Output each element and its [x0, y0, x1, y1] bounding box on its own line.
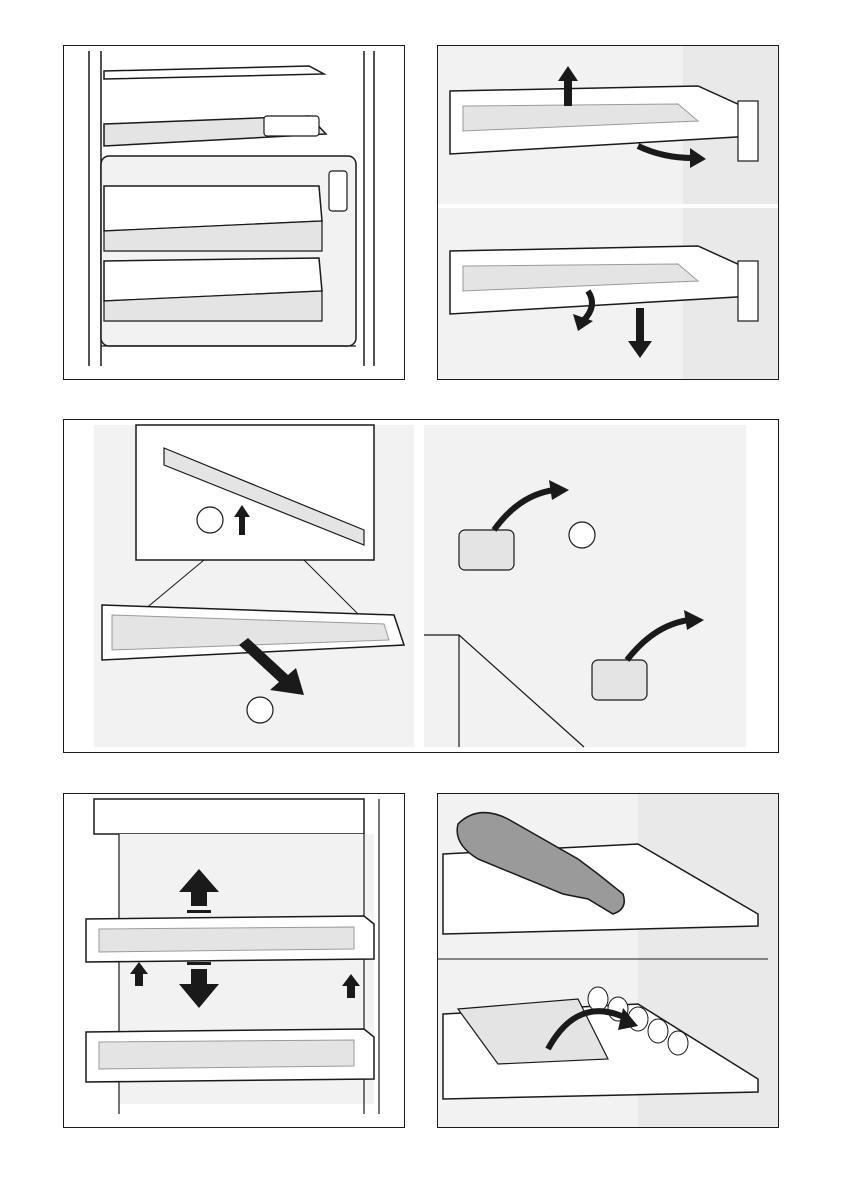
shelf-clip-release-illustration: [64, 420, 778, 752]
panel-glass-shelf-removal: [437, 45, 779, 380]
door-rack-reposition-illustration: [64, 794, 404, 1127]
fridge-interior-illustration: [64, 46, 404, 379]
panel-bottle-and-egg-holder: [437, 793, 779, 1128]
panel-shelf-clip-release: [63, 419, 779, 753]
panel-door-rack-reposition: [63, 793, 405, 1128]
bottle-and-egg-holder-illustration: [438, 794, 778, 1127]
glass-shelf-removal-illustration: [438, 46, 778, 379]
panel-fridge-interior: [63, 45, 405, 380]
